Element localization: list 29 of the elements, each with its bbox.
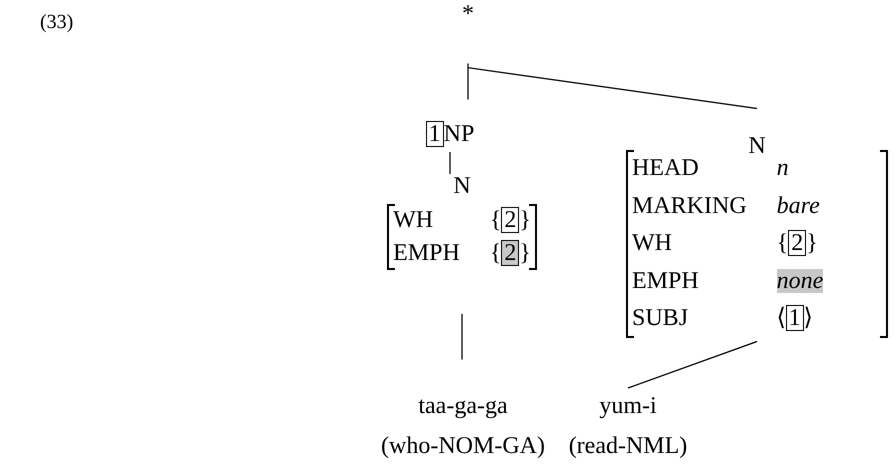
- feature-value: ⟨1⟩: [776, 304, 813, 333]
- tree-branch: [628, 340, 758, 389]
- category-label: N: [453, 172, 471, 200]
- tree-branch: [468, 67, 758, 110]
- feature-value: {2}: [490, 206, 531, 235]
- gloss: (who-NOM-GA): [381, 432, 545, 461]
- feature-value: n: [776, 154, 789, 183]
- feature-name: EMPH: [632, 266, 700, 296]
- category-label: N: [748, 132, 766, 160]
- gloss: (read-NML): [568, 432, 688, 461]
- tree-node-label: *: [462, 0, 474, 28]
- feature-name: SUBJ: [632, 304, 690, 333]
- word-form: yum-i: [599, 392, 657, 421]
- category-label: NP: [444, 120, 474, 148]
- feature-name: HEAD: [632, 154, 700, 183]
- word-form: taa-ga-ga: [418, 392, 508, 421]
- feature-name: MARKING: [632, 192, 747, 220]
- feature-name: EMPH: [393, 239, 460, 268]
- feature-value: {2}: [490, 239, 531, 268]
- feature-value: {2}: [776, 229, 818, 258]
- feature-name: WH: [393, 206, 434, 235]
- feature-value: none: [776, 269, 824, 294]
- tree-branch: [467, 64, 469, 100]
- tree-branch: [461, 314, 463, 360]
- feature-value: bare: [776, 192, 820, 220]
- example-number: (33): [40, 10, 74, 35]
- tree-branch: [449, 152, 451, 174]
- tag-number: 1: [426, 121, 444, 147]
- feature-name: WH: [632, 229, 673, 258]
